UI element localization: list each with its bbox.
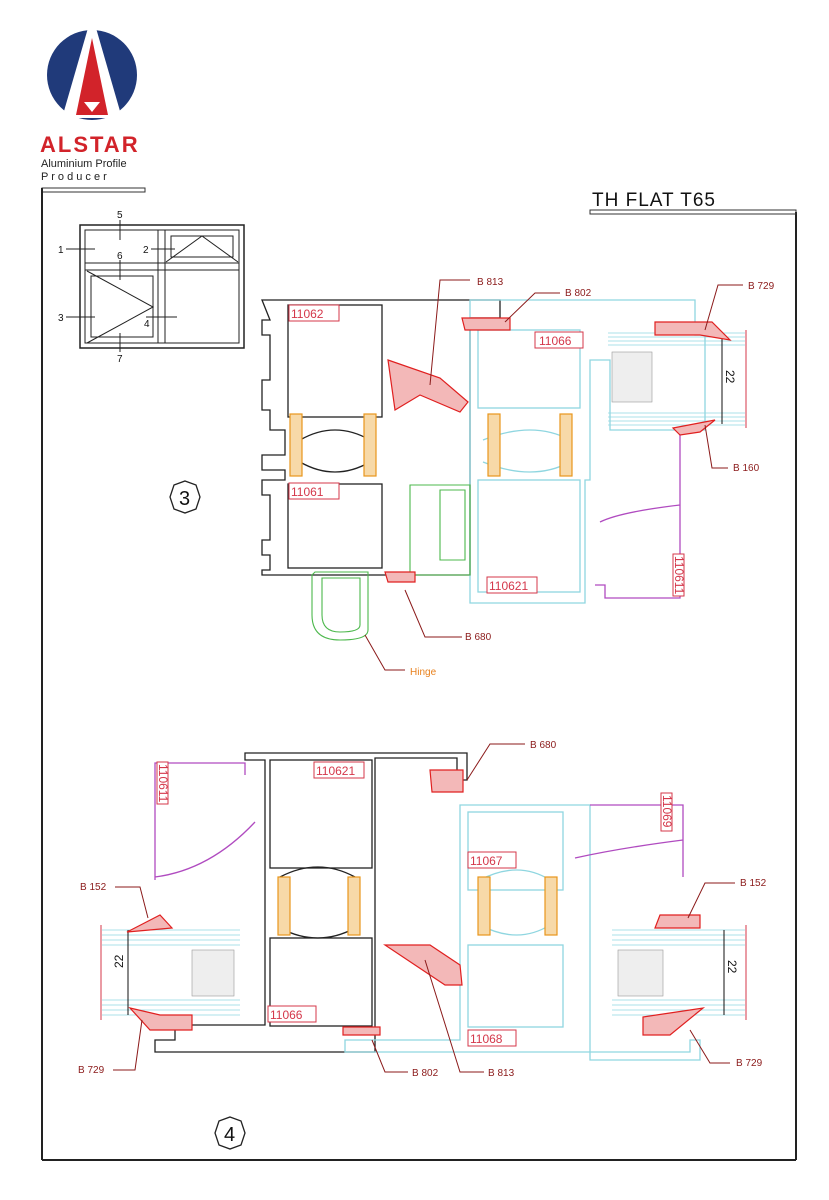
profile-code-11067: 11067	[470, 854, 503, 868]
thermal-break	[477, 876, 491, 936]
thermal-break	[559, 413, 573, 477]
gasket-label-b729-left: B 729	[78, 1065, 105, 1076]
thermal-break	[347, 876, 361, 936]
thermal-break	[289, 413, 303, 477]
gasket-b802	[342, 1026, 381, 1036]
gasket-b729	[654, 321, 732, 341]
gasket-label-b680: B 680	[530, 740, 557, 751]
logo-tagline-2: P r o d u c e r	[41, 171, 107, 183]
section-3-number: 3	[179, 488, 190, 510]
alstar-logo: ALSTAR Aluminium Profile P r o d u c e r	[40, 28, 140, 183]
thermal-break	[277, 876, 291, 936]
glazing-unit: 22	[608, 330, 747, 428]
profile-code-11061: 11061	[291, 485, 324, 499]
key-label-4: 4	[144, 319, 150, 330]
thermal-break	[363, 413, 377, 477]
gasket-label-b160: B 160	[733, 463, 760, 474]
profile-code-110621: 110621	[316, 764, 355, 778]
hinge	[311, 571, 369, 641]
glazing-unit-left: 22	[100, 925, 240, 1020]
gasket-b152-right	[654, 914, 701, 929]
gasket-b802	[461, 317, 511, 331]
profile-code-11066: 11066	[270, 1008, 303, 1022]
key-label-3: 3	[58, 313, 64, 324]
frame-profile-black	[261, 299, 501, 576]
drawing-title: TH FLAT T65	[592, 190, 716, 211]
glazing-unit-right: 22	[612, 925, 747, 1020]
thermal-break	[487, 413, 501, 477]
gasket-label-b152-right: B 152	[740, 878, 767, 889]
logo-a-notch	[84, 102, 100, 112]
section-3-drawing: 3 22	[169, 277, 775, 678]
glass-dimension-left: 22	[112, 954, 126, 968]
section-3-badge	[169, 480, 201, 514]
key-label-2: 2	[143, 245, 149, 256]
gasket-b729-right	[642, 1007, 706, 1036]
gasket-b160	[671, 419, 716, 436]
gasket-label-b802: B 802	[565, 288, 592, 299]
gasket-b813	[387, 359, 469, 413]
profile-code-11069: 11069	[660, 795, 674, 828]
section-4-badge	[214, 1116, 246, 1150]
section-4-number: 4	[224, 1124, 235, 1146]
gasket-label-b729-right: B 729	[736, 1058, 763, 1069]
gasket-b152-left	[126, 914, 174, 933]
gasket-label-b729: B 729	[748, 281, 775, 292]
gasket-b813	[383, 944, 463, 986]
key-label-5: 5	[117, 210, 123, 221]
profile-code-11062: 11062	[291, 307, 324, 321]
profile-code-110611: 110611	[156, 764, 170, 803]
hinge-label: Hinge	[410, 667, 437, 678]
glass-dimension: 22	[723, 370, 737, 384]
sheet-border	[41, 187, 797, 1161]
gasket-b680	[429, 769, 464, 793]
key-label-6: 6	[117, 251, 123, 262]
gasket-label-b152-left: B 152	[80, 882, 107, 893]
logo-a-shape	[76, 38, 108, 115]
gasket-b729-left	[128, 1006, 193, 1031]
gasket-label-b802: B 802	[412, 1068, 439, 1079]
window-key-diagram: 5 1 2 6 3 4 7	[58, 210, 245, 365]
glass-dimension-right: 22	[725, 960, 739, 974]
profile-code-110621: 110621	[489, 579, 528, 593]
profile-code-11066: 11066	[539, 334, 572, 348]
logo-tagline-1: Aluminium Profile	[41, 158, 127, 170]
profile-code-11068: 11068	[470, 1032, 503, 1046]
key-label-7: 7	[117, 354, 123, 365]
gasket-label-b813: B 813	[488, 1068, 515, 1079]
section-4-drawing: 4 22	[78, 740, 767, 1150]
gasket-b680	[384, 571, 416, 583]
logo-brand: ALSTAR	[40, 132, 140, 157]
glazing-bead-profiles	[154, 762, 684, 880]
thermal-break	[544, 876, 558, 936]
gasket-label-b813: B 813	[477, 277, 504, 288]
profile-code-110611: 110611	[672, 556, 686, 595]
key-label-1: 1	[58, 245, 64, 256]
gasket-label-b680: B 680	[465, 632, 492, 643]
